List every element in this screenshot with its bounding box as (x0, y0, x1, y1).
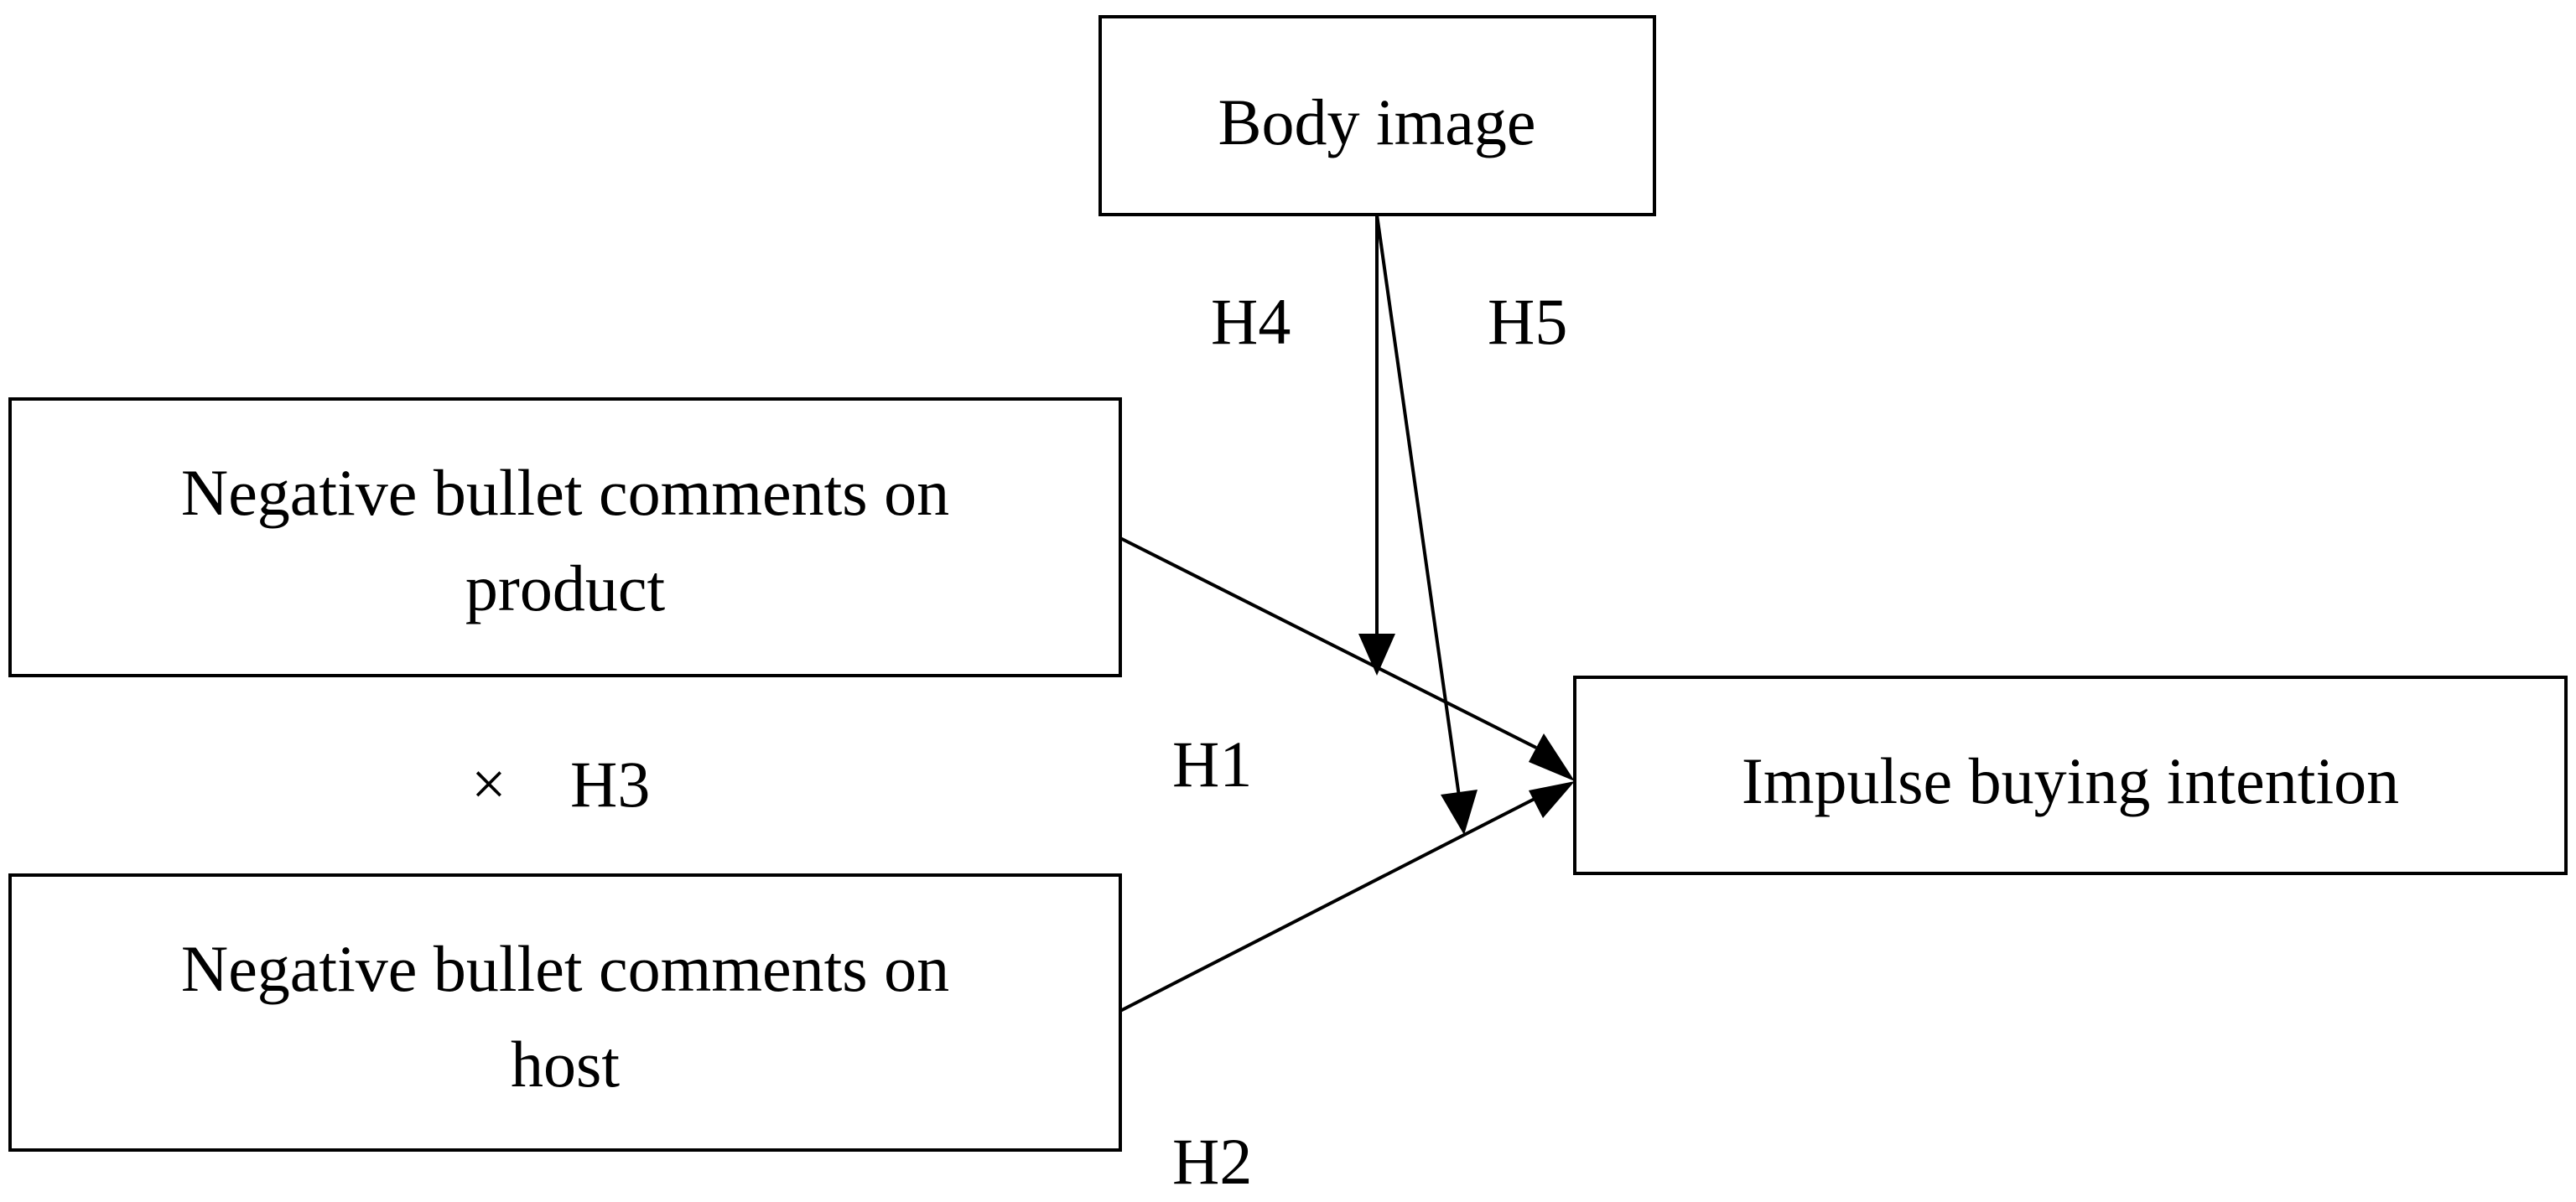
edge-h4-arrowhead (1358, 634, 1395, 676)
node-negative-comments-product-line-2: product (465, 552, 666, 624)
edge-h2-arrowhead (1529, 781, 1575, 818)
node-impulse-buying-intention: Impulse buying intention (1573, 676, 2568, 875)
node-body-image: Body image (1098, 15, 1656, 216)
node-negative-comments-product-line-1: Negative bullet comments on (181, 456, 949, 529)
node-negative-comments-host-line-2: host (511, 1028, 620, 1101)
edge-h1 (1119, 536, 1537, 749)
label-h5: H5 (1488, 285, 1567, 358)
edge-h2 (1119, 796, 1537, 1013)
edge-h1-arrowhead (1529, 733, 1575, 781)
node-body-image-label: Body image (1218, 85, 1535, 158)
label-h1: H1 (1172, 728, 1252, 800)
node-negative-comments-host-line-1: Negative bullet comments on (181, 932, 949, 1005)
label-h2: H2 (1172, 1125, 1252, 1198)
node-negative-comments-host: Negative bullet comments on host (8, 873, 1122, 1152)
node-impulse-buying-intention-label: Impulse buying intention (1742, 744, 2399, 817)
edge-h5-arrowhead (1441, 790, 1478, 835)
label-h3: H3 (570, 748, 650, 821)
interaction-times-icon: × (471, 750, 506, 819)
edge-h5 (1375, 214, 1461, 797)
label-h4: H4 (1211, 285, 1291, 358)
node-negative-comments-product: Negative bullet comments on product (8, 397, 1122, 677)
